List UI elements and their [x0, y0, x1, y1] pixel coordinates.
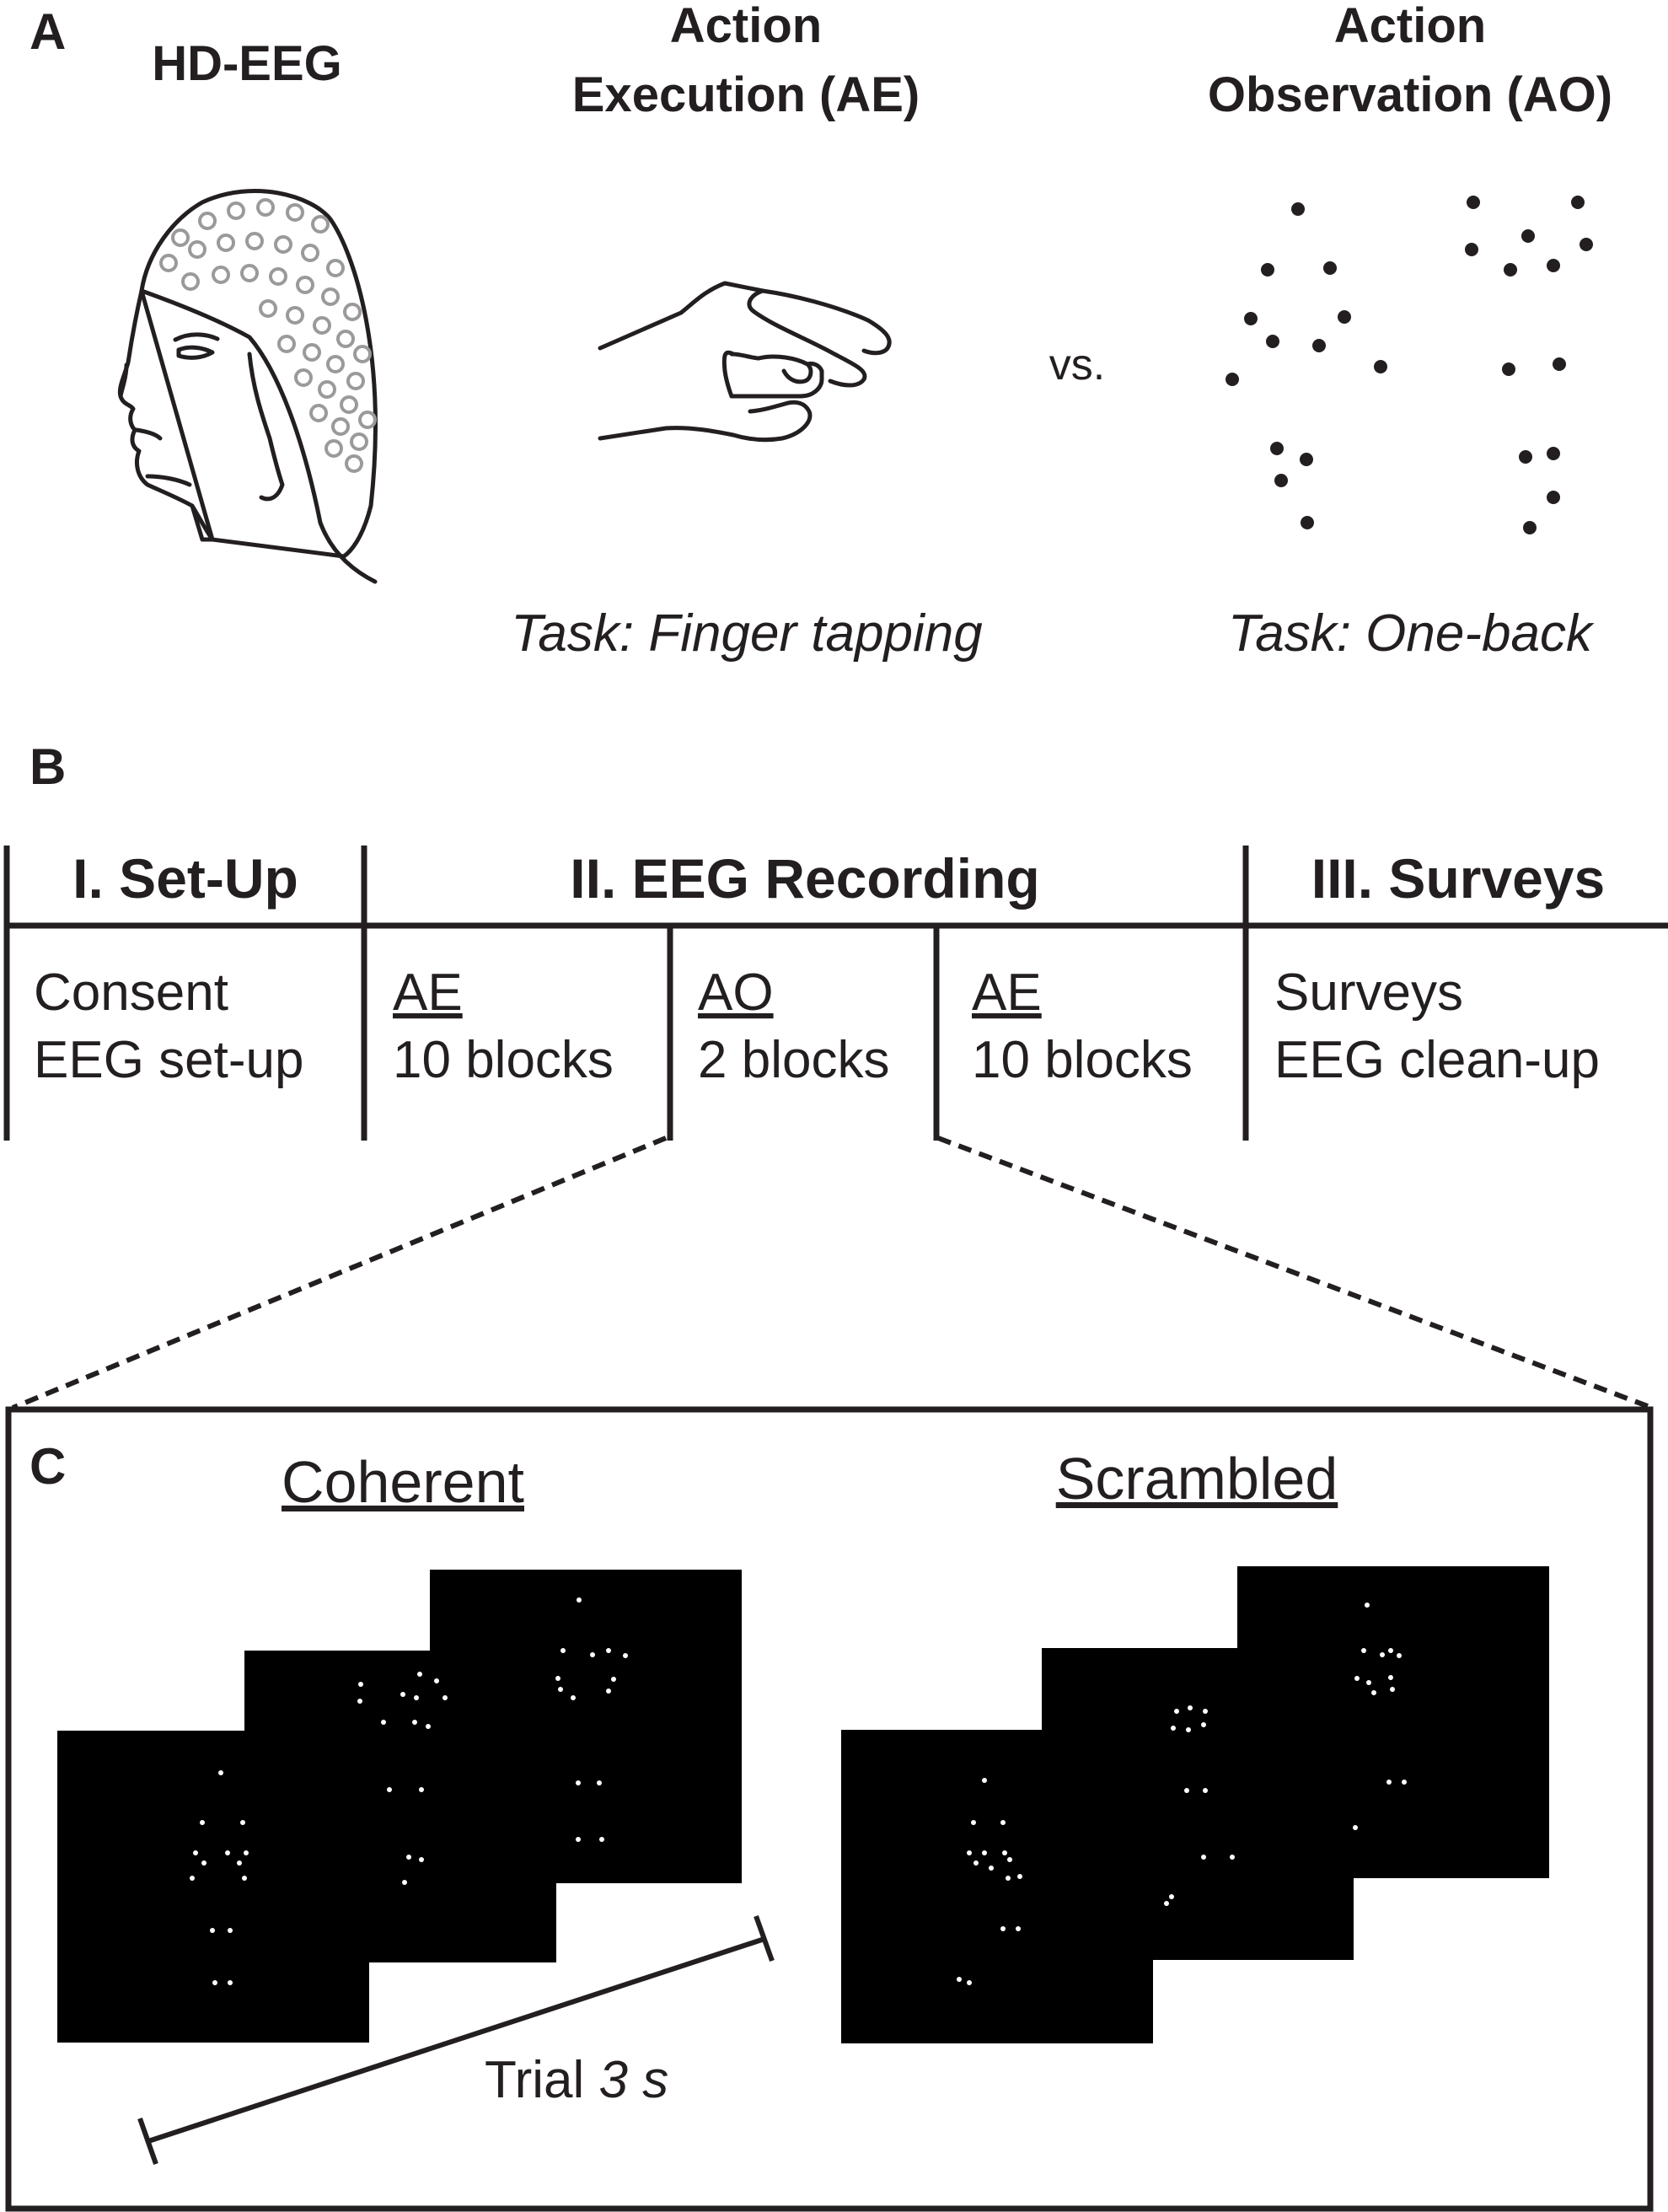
electrode-icon: [286, 203, 304, 222]
zoom-connector: [11, 1136, 1654, 1410]
electrode-icon: [217, 234, 235, 252]
cell-setup-line1: Consent: [34, 964, 228, 1022]
cell-setup-line2: EEG set-up: [34, 1031, 303, 1089]
eeg-electrodes: [159, 198, 377, 473]
electrode-icon: [345, 454, 363, 473]
ao-title-line1: Action: [1334, 0, 1486, 53]
cell-ae1-line2: 10 blocks: [393, 1031, 614, 1089]
electrode-icon: [309, 404, 328, 422]
ao-task-label: Task: One-back: [1228, 604, 1595, 663]
cell-ao-line1: AO: [698, 964, 774, 1022]
electrode-icon: [313, 316, 331, 335]
electrode-icon: [274, 235, 292, 254]
point-light-figure-icon: [1226, 196, 1593, 534]
electrode-icon: [311, 215, 330, 234]
electrode-icon: [318, 380, 336, 399]
electrode-icon: [286, 306, 304, 325]
electrode-icon: [245, 232, 264, 250]
electrode-icon: [181, 272, 200, 291]
electrode-icon: [350, 432, 368, 451]
electrode-icon: [331, 417, 350, 436]
cell-ae1-line1: AE: [393, 964, 463, 1022]
electrode-icon: [336, 330, 355, 348]
panel-a-label: A: [29, 3, 66, 60]
procedure-table: [3, 846, 1668, 1141]
cell-ae2-line2: 10 blocks: [972, 1031, 1193, 1089]
electrode-icon: [259, 299, 277, 318]
electrode-icon: [353, 345, 372, 363]
electrode-icon: [358, 411, 377, 429]
cell-ae2-line1: AE: [972, 964, 1042, 1022]
phase-setup-title: I. Set-Up: [72, 847, 298, 910]
electrode-icon: [269, 267, 287, 286]
electrode-icon: [343, 303, 362, 321]
trial-duration: 3 s: [598, 2051, 668, 2109]
ao-title-line2: Observation (AO): [1208, 67, 1612, 122]
electrode-icon: [188, 240, 206, 259]
ae-task-label: Task: Finger tapping: [511, 604, 982, 663]
electrode-icon: [294, 368, 313, 387]
trial-timeline: [137, 1914, 775, 2165]
electrode-icon: [159, 254, 178, 272]
cell-ao-line2: 2 blocks: [698, 1031, 889, 1089]
coherent-title: Coherent: [282, 1449, 524, 1515]
scrambled-title: Scrambled: [1056, 1446, 1338, 1511]
electrode-icon: [326, 355, 345, 373]
phase-recording-title: II. EEG Recording: [570, 847, 1039, 910]
electrode-icon: [240, 264, 259, 282]
phase-surveys-title: III. Surveys: [1311, 847, 1606, 910]
vs-label: vs.: [1049, 341, 1105, 389]
coherent-frame-stack: [57, 1570, 742, 2043]
head-with-eeg-cap-icon: [117, 189, 378, 584]
ae-title-line1: Action: [670, 0, 822, 53]
scrambled-frame-stack: [841, 1566, 1549, 2043]
electrode-icon: [212, 266, 230, 284]
electrode-icon: [346, 372, 365, 390]
electrode-icon: [301, 244, 319, 262]
cell-surveys-line1: Surveys: [1274, 964, 1463, 1022]
trial-label: Trial 3 s: [485, 2051, 668, 2109]
electrode-icon: [340, 395, 358, 414]
electrode-icon: [296, 276, 314, 294]
electrode-icon: [324, 439, 343, 458]
panel-c-label: C: [29, 1438, 66, 1495]
panel-b-label: B: [29, 738, 66, 795]
electrode-icon: [303, 343, 321, 362]
electrode-icon: [326, 259, 345, 277]
panel-c-frame: [5, 1406, 1654, 2212]
electrode-icon: [277, 335, 296, 353]
electrode-icon: [227, 201, 245, 220]
electrode-icon: [171, 228, 190, 247]
cell-surveys-line2: EEG clean-up: [1274, 1031, 1600, 1089]
electrode-icon: [256, 198, 275, 217]
hdeeg-title: HD-EEG: [152, 36, 342, 91]
hand-finger-tapping-icon: [598, 281, 892, 443]
ae-title-line2: Execution (AE): [572, 67, 920, 122]
electrode-icon: [321, 287, 340, 306]
electrode-icon: [198, 212, 217, 230]
